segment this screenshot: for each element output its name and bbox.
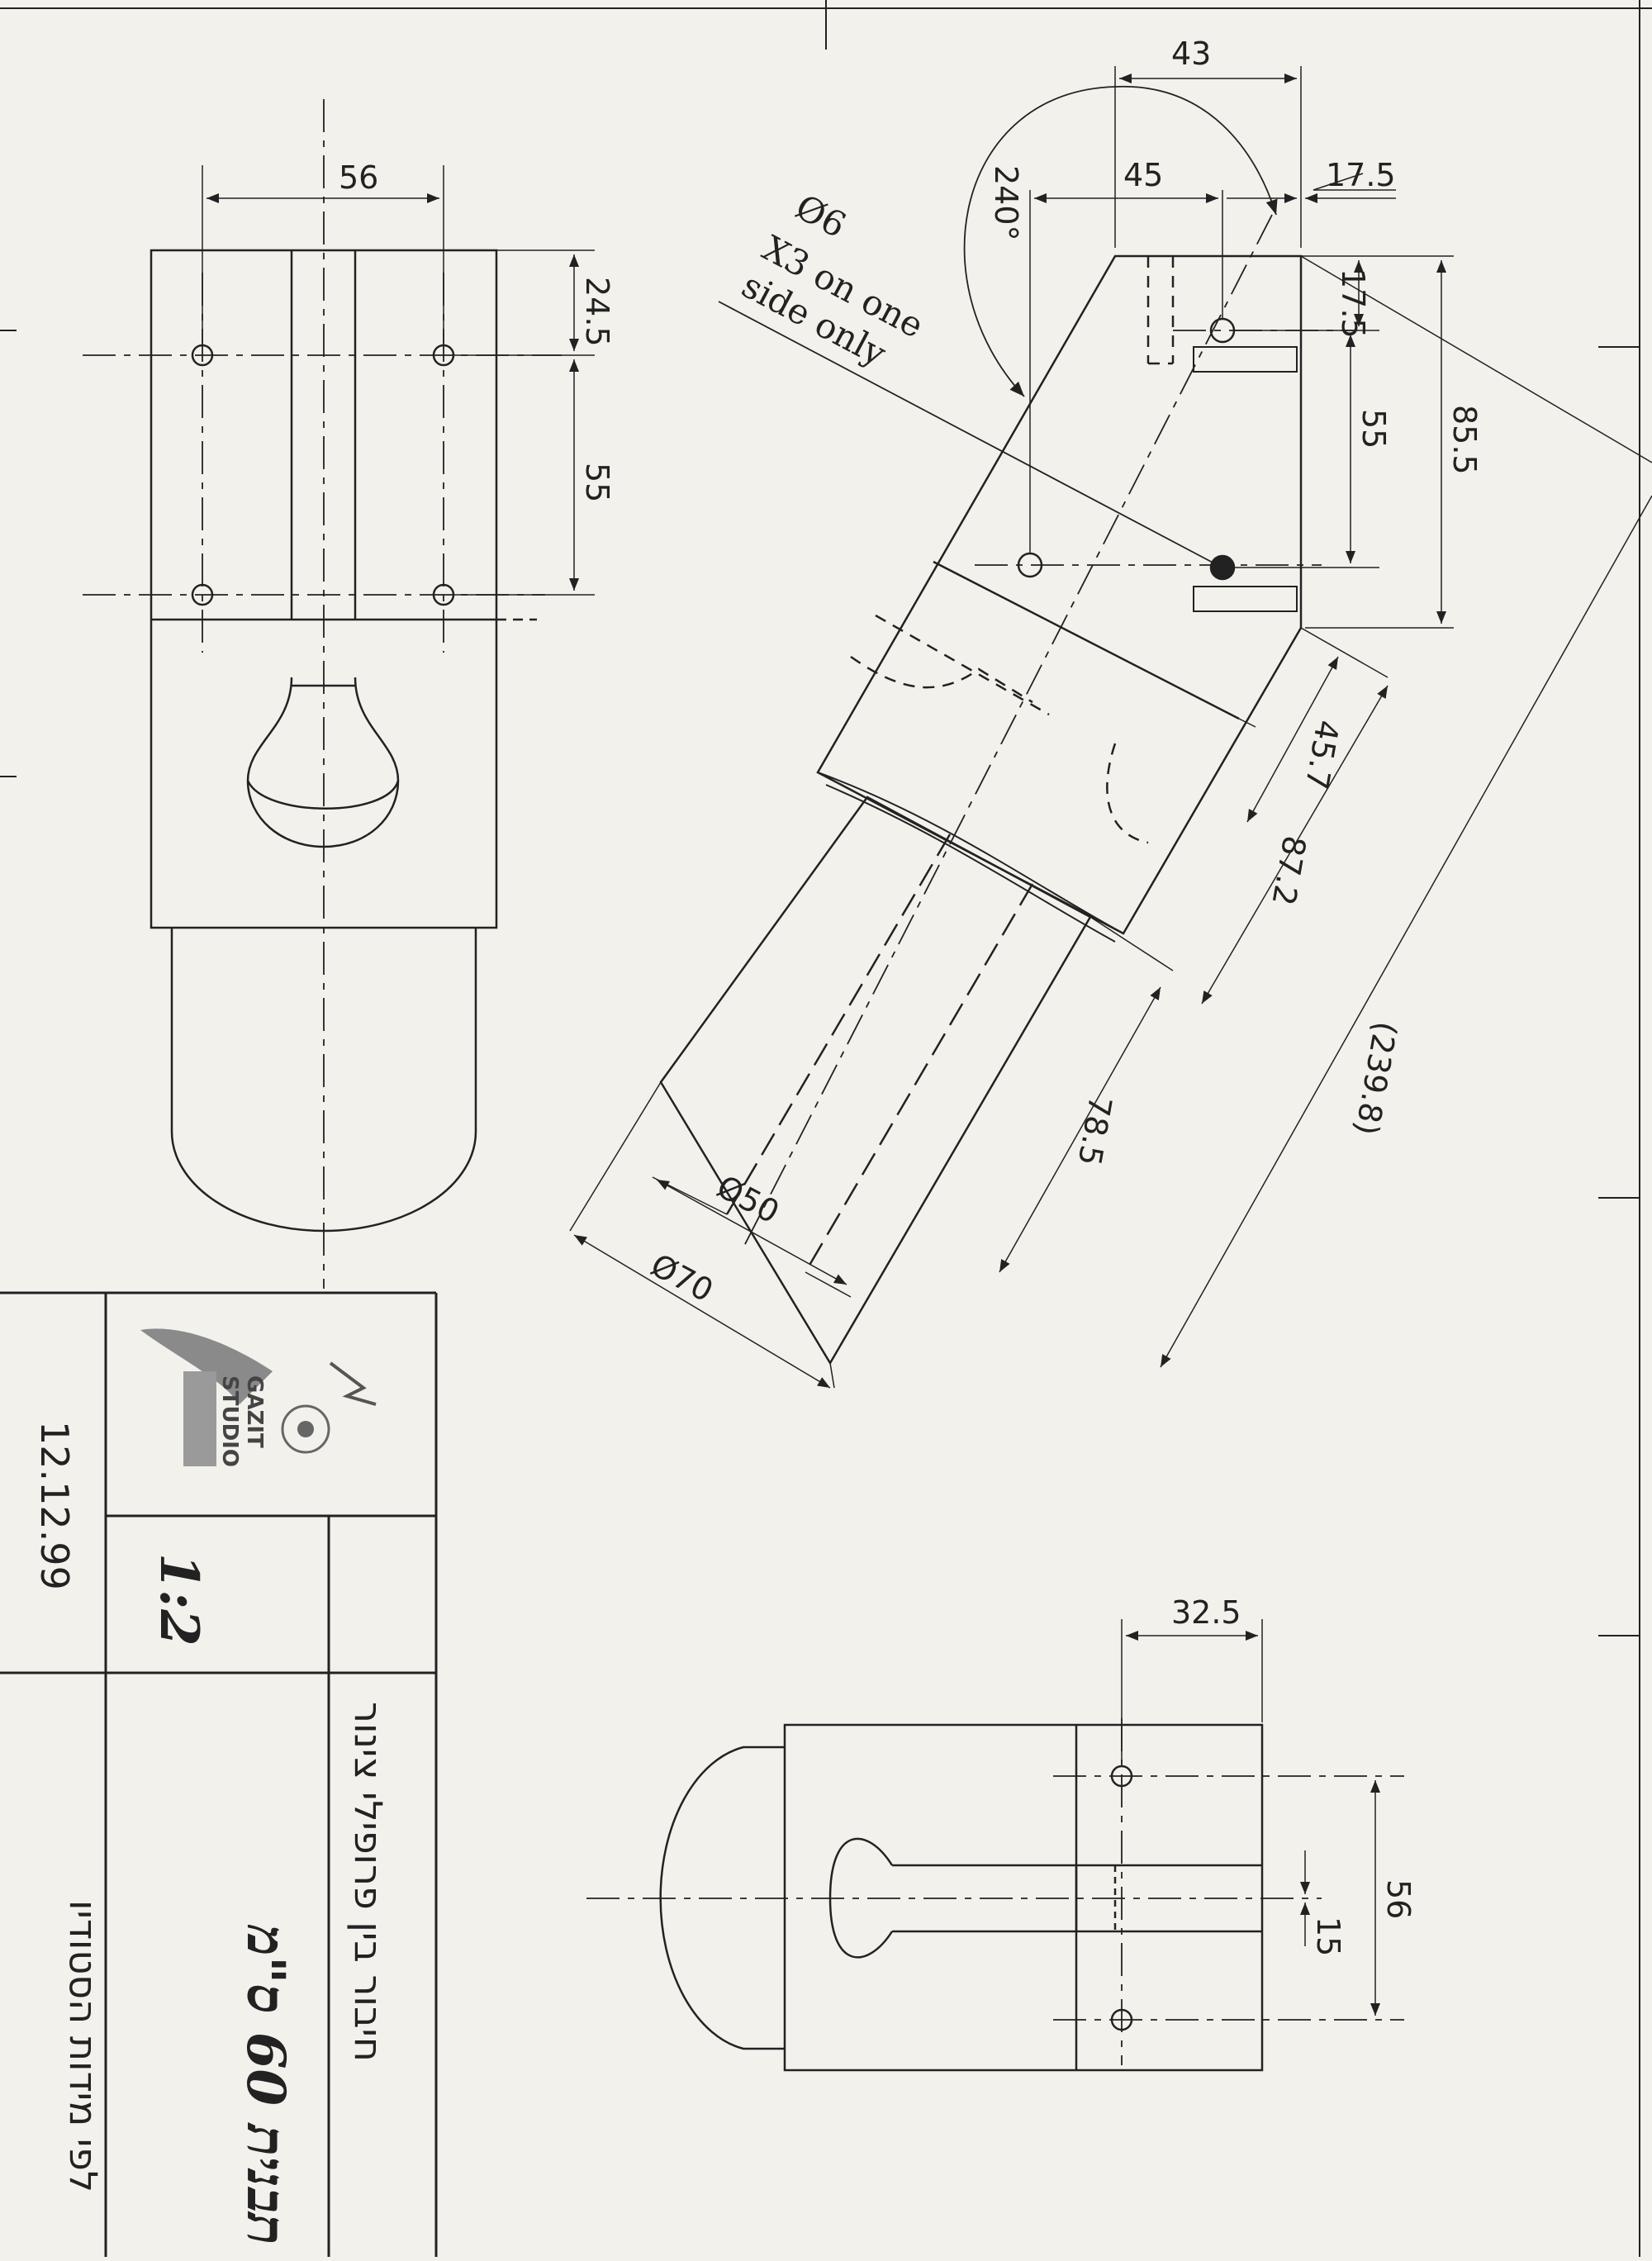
- studio-logo: GAZIT STUDIO: [140, 1328, 377, 1467]
- dim-45: 45: [1123, 157, 1163, 193]
- dim-85-5: 85.5: [1446, 405, 1483, 475]
- logo-text-line1: GAZIT: [242, 1375, 267, 1448]
- dim-55-main: 55: [1355, 409, 1392, 449]
- dim-17-5-side: 17.5: [1335, 268, 1371, 339]
- top-dim-56: 56: [339, 159, 378, 196]
- title-block: [0, 1291, 438, 2257]
- drawing-subtitle: חיבור בין פרופילי צינור: [346, 1702, 391, 2062]
- dim-17-5-top: 17.5: [1326, 157, 1396, 193]
- top-view: [83, 99, 595, 1289]
- logo-text-line2: STUDIO: [217, 1375, 242, 1467]
- dim-239-8: (239.8): [1348, 1019, 1403, 1138]
- bottom-view: [586, 1619, 1404, 2072]
- main-view-labels: 43 45 17.5 17.5 55 85.5 45.7 87.2 (239.8…: [645, 36, 1483, 1309]
- dim-angle-240: 240°: [988, 165, 1024, 241]
- drawing-date: 12.12.99: [32, 1421, 77, 1590]
- drawing-title: תבנית 60 ס"מ: [235, 1924, 297, 2245]
- top-dim-55: 55: [579, 463, 615, 502]
- dim-78-5: 78.5: [1070, 1093, 1118, 1168]
- hole-note-line1: Ø6: [789, 187, 852, 246]
- main-view: [569, 66, 1652, 1389]
- top-dim-24-5: 24.5: [579, 277, 615, 347]
- drawing-studio-note: לפי מידות הסטודיו: [61, 1900, 106, 2192]
- bottom-dim-32-5: 32.5: [1171, 1594, 1241, 1631]
- drawing-scale: 1:2: [148, 1553, 210, 1646]
- bottom-dim-56: 56: [1380, 1879, 1417, 1919]
- dim-43: 43: [1171, 36, 1211, 72]
- dim-45-7: 45.7: [1298, 717, 1346, 792]
- dim-87-2: 87.2: [1265, 833, 1313, 908]
- bottom-dim-15: 15: [1310, 1917, 1346, 1956]
